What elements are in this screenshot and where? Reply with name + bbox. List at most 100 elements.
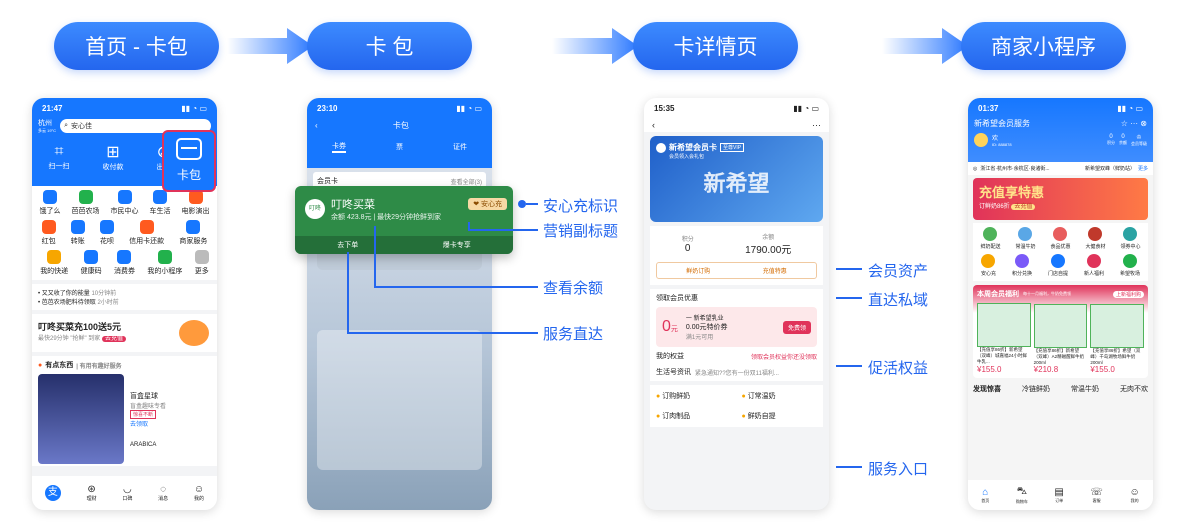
grid-item[interactable]: 车生活	[150, 190, 171, 216]
citizen-icon	[117, 190, 132, 204]
grid-item[interactable]: 转账	[70, 220, 85, 246]
new-benefit-button[interactable]: 上新福利购	[1112, 290, 1144, 298]
feature-item[interactable]: 新人福利	[1084, 254, 1104, 277]
feature-item[interactable]: 食品优惠	[1050, 227, 1071, 250]
annotation-service: 服务直达	[543, 326, 604, 343]
mini-menu-icon[interactable]: ☆ ··· ⊗	[1120, 119, 1147, 128]
search-icon: ⌕	[64, 122, 68, 129]
feature-item[interactable]: 大健食材	[1085, 227, 1106, 250]
city-label[interactable]: 杭州	[38, 120, 52, 127]
tab-ambient-milk[interactable]: 常温牛奶	[1071, 386, 1099, 393]
recharge-banner[interactable]: 充值享特惠 订鲜奶86折 去充值	[973, 178, 1148, 220]
member-card-label: 会员卡	[317, 178, 338, 185]
more-icon[interactable]: ···	[812, 120, 821, 130]
service-entry[interactable]: ● 鲜奶自提	[741, 413, 776, 420]
feature-item[interactable]: 门店自提	[1048, 254, 1068, 277]
feature-item[interactable]: 常温牛奶	[1015, 227, 1036, 250]
grid-item[interactable]: 商家服务	[179, 220, 207, 246]
avatar[interactable]	[974, 133, 988, 147]
exclusive-button[interactable]: 爆卡专享	[442, 242, 471, 249]
nav-service[interactable]: ☏客服	[1090, 486, 1103, 503]
dingdong-card[interactable]: 叮咚 叮咚买菜 余额 423.8元 | 最快29分钟抢鲜到家 ❤ 安心充 去下单…	[295, 186, 513, 254]
nav-cart[interactable]: ⛍购物车	[1015, 485, 1028, 504]
merchant-icon	[186, 220, 201, 234]
product-card[interactable]: 【充值享86折】新希望（双峰）A2精磁醒鲜牛奶200ml¥210.8	[1033, 303, 1088, 374]
nav-orders[interactable]: ▤订单	[1054, 486, 1064, 503]
notice-item[interactable]: • 又又收了你的能量 10分钟前	[38, 291, 117, 297]
annotation-line	[468, 229, 538, 231]
pay-button[interactable]: ⊞收付款	[102, 144, 124, 171]
promo-card[interactable]: 叮咚买菜充100送5元 最快29分钟 "抢鲜" 到家 去充值	[32, 314, 217, 352]
product-card[interactable]: 【充值享86折】希望（双峰）千岛湖牧场鲜牛奶200ml¥155.0	[1090, 303, 1145, 374]
service-entry[interactable]: ● 订常温奶	[741, 393, 776, 400]
free-claim-button[interactable]: 免费领	[782, 320, 811, 334]
tab-tickets[interactable]: 票	[396, 144, 403, 151]
nav-mine[interactable]: ☺我的	[1129, 486, 1140, 503]
tab-koubei[interactable]: ◡口碑	[122, 484, 133, 502]
recharge-button[interactable]: 充值特惠	[762, 269, 787, 275]
back-icon[interactable]: ‹	[652, 120, 655, 130]
grid-item[interactable]: 电影演出	[182, 190, 210, 216]
step-pill-mini-program: 商家小程序	[961, 22, 1126, 70]
scan-button[interactable]: ⌗扫一扫	[48, 143, 70, 170]
grid-item[interactable]: 更多	[194, 250, 209, 276]
feature-item[interactable]: 希望牧场	[1120, 254, 1140, 277]
address-bar[interactable]: ◎浙江省·杭州市·余杭区·良渚街...新希望双峰（鲜奶站）更多	[968, 162, 1153, 175]
card-balance[interactable]: 余额 423.8元 | 最快29分钟抢鲜到家	[331, 214, 441, 221]
back-icon[interactable]: ‹	[315, 121, 318, 130]
tab-ids[interactable]: 证件	[453, 144, 467, 151]
dingdong-logo-icon: 叮咚	[305, 199, 325, 219]
rights-row[interactable]: 我的权益领取会员权益你还没领取	[656, 353, 817, 361]
tab-meat[interactable]: 无肉不欢	[1120, 386, 1148, 393]
tab-discover[interactable]: 发现惊喜	[973, 386, 1001, 393]
grid-item[interactable]: 花呗	[99, 220, 114, 246]
pay-icon: ⊞	[106, 144, 120, 161]
tab-fresh-milk[interactable]: 冷链鲜奶	[1022, 386, 1050, 393]
grid-item[interactable]: 饿了么	[40, 190, 61, 216]
order-button[interactable]: 去下单	[337, 242, 359, 249]
grid-item[interactable]: 信用卡还款	[129, 220, 164, 246]
grid-item[interactable]: 我的快递	[40, 250, 68, 276]
claim-link[interactable]: 去领取	[130, 421, 149, 428]
member-card[interactable]: 新希望会员卡至尊VIP 会员领入会礼包 新希望	[650, 136, 823, 222]
grid-item[interactable]: 我的小程序	[147, 250, 182, 276]
nav-home[interactable]: ⌂首页	[981, 486, 990, 503]
service-entry[interactable]: ● 订肉制品	[656, 413, 691, 420]
annotation-line	[836, 365, 862, 367]
car-icon	[153, 190, 167, 204]
life-news-row[interactable]: 生活号资讯紧急通知??您有一份双11福利...	[656, 369, 779, 377]
service-entry[interactable]: ● 订购鲜奶	[656, 393, 691, 400]
grid-item[interactable]: 市民中心	[111, 190, 139, 216]
annotation-dot	[518, 200, 526, 208]
grid-item[interactable]: 消费券	[114, 250, 135, 276]
feature-item[interactable]: 安心充	[981, 254, 996, 277]
view-all-link[interactable]: 查看全部(3)	[450, 179, 482, 186]
farm-icon	[78, 190, 93, 204]
tab-home[interactable]: 支	[44, 485, 61, 501]
search-input[interactable]: ⌕安心佳	[60, 119, 211, 133]
tab-mine[interactable]: ☺我的	[193, 484, 205, 502]
tab-messages[interactable]: ◌消息	[158, 484, 169, 502]
grid-item[interactable]: 健康码	[81, 250, 102, 276]
arrow-right-icon	[552, 28, 638, 64]
feature-item[interactable]: 积分兑换	[1012, 254, 1032, 277]
notice-item[interactable]: • 芭芭农场肥料待领取 2小时前	[38, 300, 119, 306]
feature-item[interactable]: 领券中心	[1120, 227, 1141, 250]
milk-order-button[interactable]: 鲜奶订购	[686, 269, 711, 275]
anxin-badge: ❤ 安心充	[468, 198, 507, 210]
product-card[interactable]: 【充值享86折】新希望（双峰）城嘉福24小时鲜牛乳...¥155.0	[977, 303, 1031, 374]
kabao-button[interactable]: 卡包	[162, 130, 216, 192]
grid-item[interactable]: 芭芭农场	[72, 190, 100, 216]
grid-item[interactable]: 红包	[41, 220, 56, 246]
feature-item[interactable]: 鲜奶配送	[980, 227, 1001, 250]
promo-button[interactable]: 去充值	[101, 336, 126, 342]
eleme-icon	[43, 190, 57, 204]
tab-finance[interactable]: ⊛理财	[86, 484, 97, 502]
blindbox-banner[interactable]	[38, 374, 124, 464]
kabao-label: 卡包	[176, 168, 201, 182]
tab-coupons[interactable]: 卡券	[332, 141, 346, 153]
phone-kabao: 23:10▮▮ ◔ ▭ ‹卡包 卡券 票 证件 会员卡查看全部(3)	[307, 98, 492, 510]
